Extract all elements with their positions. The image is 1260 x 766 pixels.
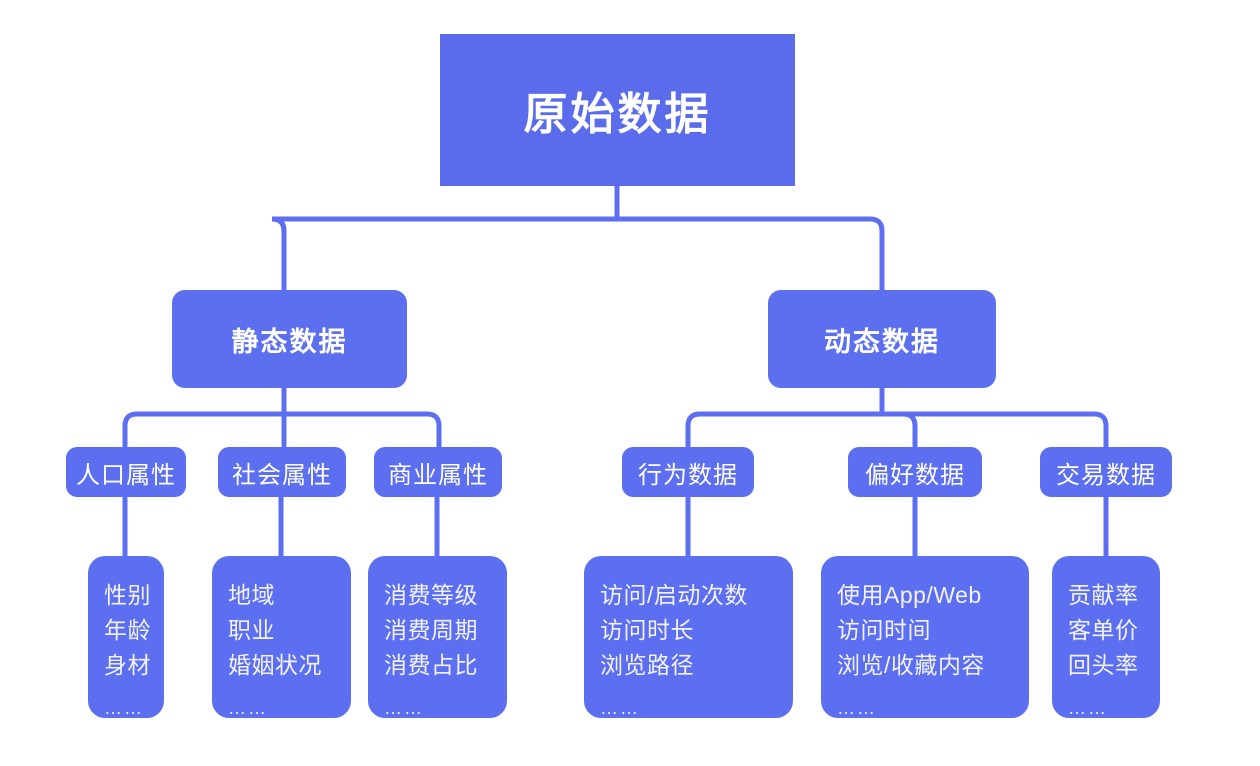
leaf-preference-items[interactable]: 使用App/Web 访问时间 浏览/收藏内容 …… (821, 556, 1029, 718)
node-category-transaction[interactable]: 交易数据 (1040, 447, 1172, 497)
node-category-preference[interactable]: 偏好数据 (848, 447, 982, 497)
leaf-item: 年龄 (104, 617, 151, 643)
leaf-item: 消费占比 (384, 652, 478, 678)
connector-dynamic-bus-mid (882, 411, 918, 447)
leaf-item: 访问时间 (837, 617, 931, 643)
leaf-commercial-items[interactable]: 消费等级 消费周期 消费占比 …… (368, 556, 507, 718)
leaf-ellipsis: …… (600, 698, 640, 718)
connector-static-bus-right (284, 411, 442, 447)
leaf-item: 访问/启动次数 (600, 582, 748, 608)
leaf-item: 使用App/Web (837, 582, 982, 608)
node-root[interactable]: 原始数据 (440, 34, 795, 186)
node-branch-static[interactable]: 静态数据 (172, 290, 407, 388)
leaf-item: 身材 (104, 652, 151, 678)
leaf-demographic-items[interactable]: 性别 年龄 身材 …… (88, 556, 164, 718)
leaf-ellipsis: …… (1068, 698, 1108, 718)
connector-root-to-dynamic (617, 216, 885, 290)
leaf-item: 回头率 (1068, 652, 1139, 678)
node-category-commercial[interactable]: 商业属性 (374, 447, 502, 497)
node-category-demographic[interactable]: 人口属性 (66, 447, 186, 497)
connector-dynamic-bus-left (685, 411, 882, 447)
leaf-social-items[interactable]: 地域 职业 婚姻状况 …… (212, 556, 351, 718)
leaf-item: 消费周期 (384, 617, 478, 643)
leaf-ellipsis: …… (228, 698, 268, 718)
node-category-behavior[interactable]: 行为数据 (622, 447, 754, 497)
leaf-item: 贡献率 (1068, 582, 1139, 608)
leaf-item: 职业 (228, 617, 275, 643)
leaf-item: 浏览/收藏内容 (837, 652, 985, 678)
leaf-item: 访问时长 (600, 617, 694, 643)
leaf-item: 消费等级 (384, 582, 478, 608)
leaf-behavior-items[interactable]: 访问/启动次数 访问时长 浏览路径 …… (584, 556, 793, 718)
leaf-item: 婚姻状况 (228, 652, 322, 678)
leaf-ellipsis: …… (837, 698, 877, 718)
node-branch-dynamic[interactable]: 动态数据 (768, 290, 996, 388)
leaf-item: 客单价 (1068, 617, 1139, 643)
connector-static-bus-left (122, 411, 284, 447)
connector-dynamic-bus-right (882, 411, 1109, 447)
leaf-transaction-items[interactable]: 贡献率 客单价 回头率 …… (1052, 556, 1160, 718)
leaf-ellipsis: …… (104, 698, 144, 718)
connector-root-bus-left (271, 216, 287, 232)
leaf-item: 性别 (104, 582, 151, 608)
connector-root-to-static (271, 216, 617, 290)
leaf-item: 浏览路径 (600, 652, 694, 678)
leaf-ellipsis: …… (384, 698, 424, 718)
node-category-social[interactable]: 社会属性 (218, 447, 346, 497)
leaf-item: 地域 (228, 582, 275, 608)
